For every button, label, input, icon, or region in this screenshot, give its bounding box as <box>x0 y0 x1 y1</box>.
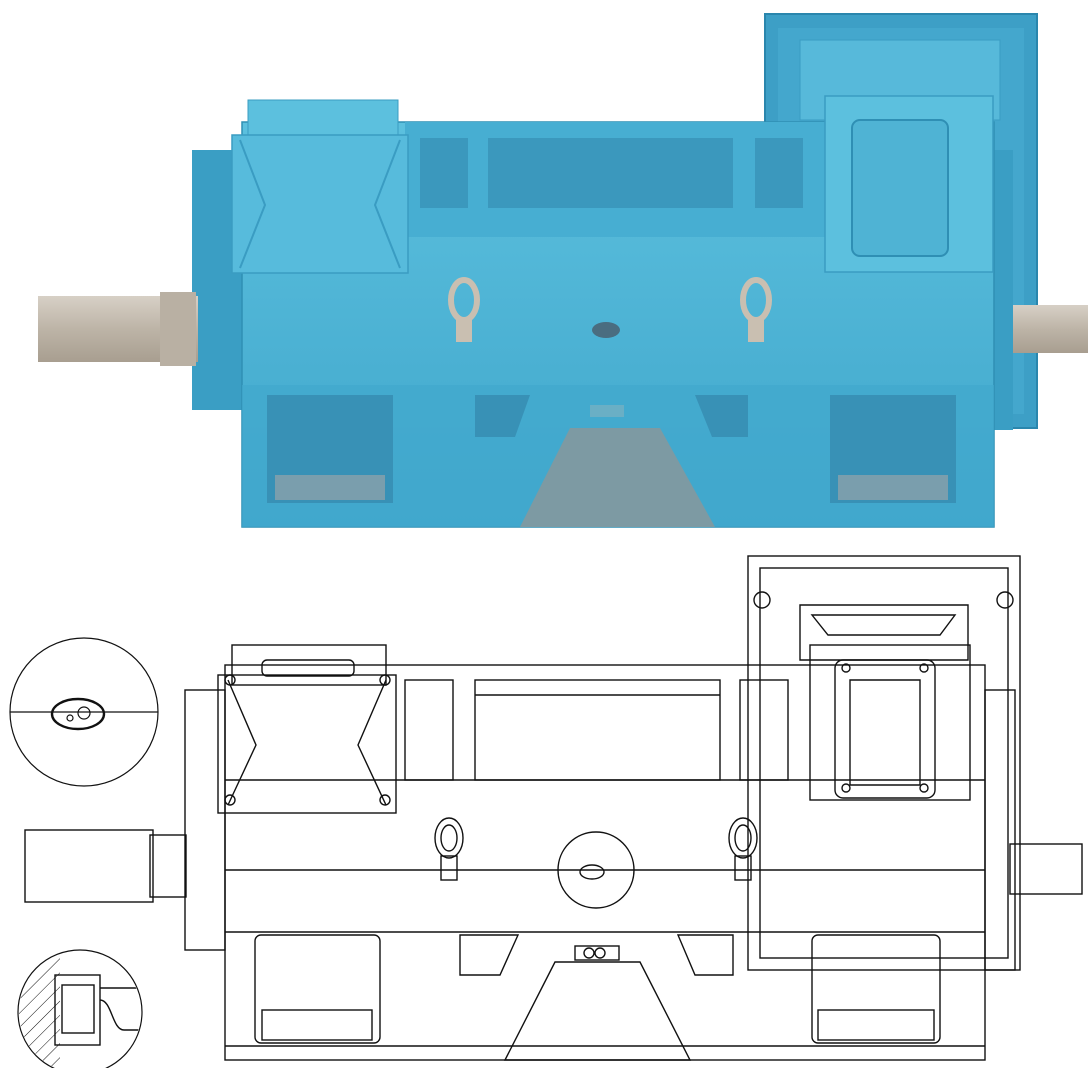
rear-cooler-inner-line <box>759 567 1009 959</box>
lifting-eye-icon <box>434 817 464 881</box>
cooler-hole-left <box>753 591 771 609</box>
frame-window-3-render <box>755 138 803 208</box>
terminal-box-line <box>217 674 397 814</box>
aux-bolt <box>919 783 929 793</box>
frame-window-2-line <box>474 679 721 781</box>
foot-window-left-floor <box>275 475 385 500</box>
nameplate-detail-callout <box>557 831 635 909</box>
nameplate-hole-small <box>66 714 74 722</box>
vent-right-render <box>695 395 748 437</box>
vent-left-render <box>475 395 530 437</box>
cooler-top-box-line <box>799 604 969 661</box>
aux-terminal-inner-line <box>849 679 921 786</box>
grease-nipple-icon <box>574 945 620 961</box>
shaft-left-collar-line <box>149 834 187 898</box>
terminal-box-chevron-right-line <box>357 679 387 806</box>
motor-frame-line <box>224 664 986 1061</box>
nameplate-icon <box>579 864 605 880</box>
terminal-box-chevron-left-line <box>227 679 257 806</box>
detail-circle-bearing <box>17 949 143 1068</box>
lifting-eye-icon <box>448 277 480 342</box>
cooler-top-inner-line <box>810 614 957 636</box>
terminal-box-render <box>231 134 409 274</box>
vent-left-line <box>459 934 520 976</box>
nameplate-icon <box>592 322 620 338</box>
terminal-bolt <box>224 674 236 686</box>
terminal-box-lid-inner <box>261 659 355 677</box>
lifting-eye-icon <box>740 277 772 342</box>
nameplate-hole-large <box>77 706 91 720</box>
foot-window-left-line <box>254 934 381 1044</box>
terminal-box-chevron-left <box>239 139 267 269</box>
lifting-eye-icon <box>728 817 758 881</box>
center-arch-render <box>520 428 715 527</box>
rear-cooler-panel-line <box>747 555 1021 971</box>
foot-window-right-floor-line <box>817 1009 935 1041</box>
shaft-right-line <box>1009 843 1083 895</box>
end-shield-right-line <box>984 689 1016 971</box>
frame-window-1-line <box>404 679 454 781</box>
terminal-bolt <box>379 794 391 806</box>
aux-terminal-cover-line <box>834 659 936 799</box>
aux-terminal-cover-render <box>851 119 949 257</box>
vent-right-line <box>676 934 734 976</box>
aux-bolt <box>841 663 851 673</box>
shaft-right-render <box>1010 305 1088 353</box>
nameplate-icon <box>50 697 106 731</box>
shaft-left-line <box>24 829 154 903</box>
terminal-box-lid-line <box>231 644 387 686</box>
grease-nipple-hole <box>594 947 606 959</box>
grease-nipple-hole <box>583 947 595 959</box>
center-arch-line <box>503 961 692 1061</box>
terminal-box-chevron-right <box>373 139 401 269</box>
aux-bolt <box>919 663 929 673</box>
terminal-bolt <box>379 674 391 686</box>
end-shield-left-line <box>184 689 226 951</box>
motor-render-3d <box>38 13 1088 528</box>
foot-window-left-floor-line <box>261 1009 373 1041</box>
terminal-bolt <box>224 794 236 806</box>
frame-window-1-render <box>420 138 468 208</box>
bearing-section-detail <box>19 951 140 1068</box>
frame-window-3-line <box>739 679 789 781</box>
aux-bolt <box>841 783 851 793</box>
foot-window-right-floor <box>838 475 948 500</box>
foot-window-right-line <box>811 934 941 1044</box>
shaft-left-collar <box>160 292 196 366</box>
aux-terminal-box-line <box>809 644 971 801</box>
detail-callouts <box>9 637 159 1068</box>
frame-window-2-render <box>488 138 733 208</box>
terminal-box-lid-render <box>247 99 399 141</box>
cooler-hole-right <box>996 591 1014 609</box>
motor-line-drawing <box>24 555 1083 1061</box>
